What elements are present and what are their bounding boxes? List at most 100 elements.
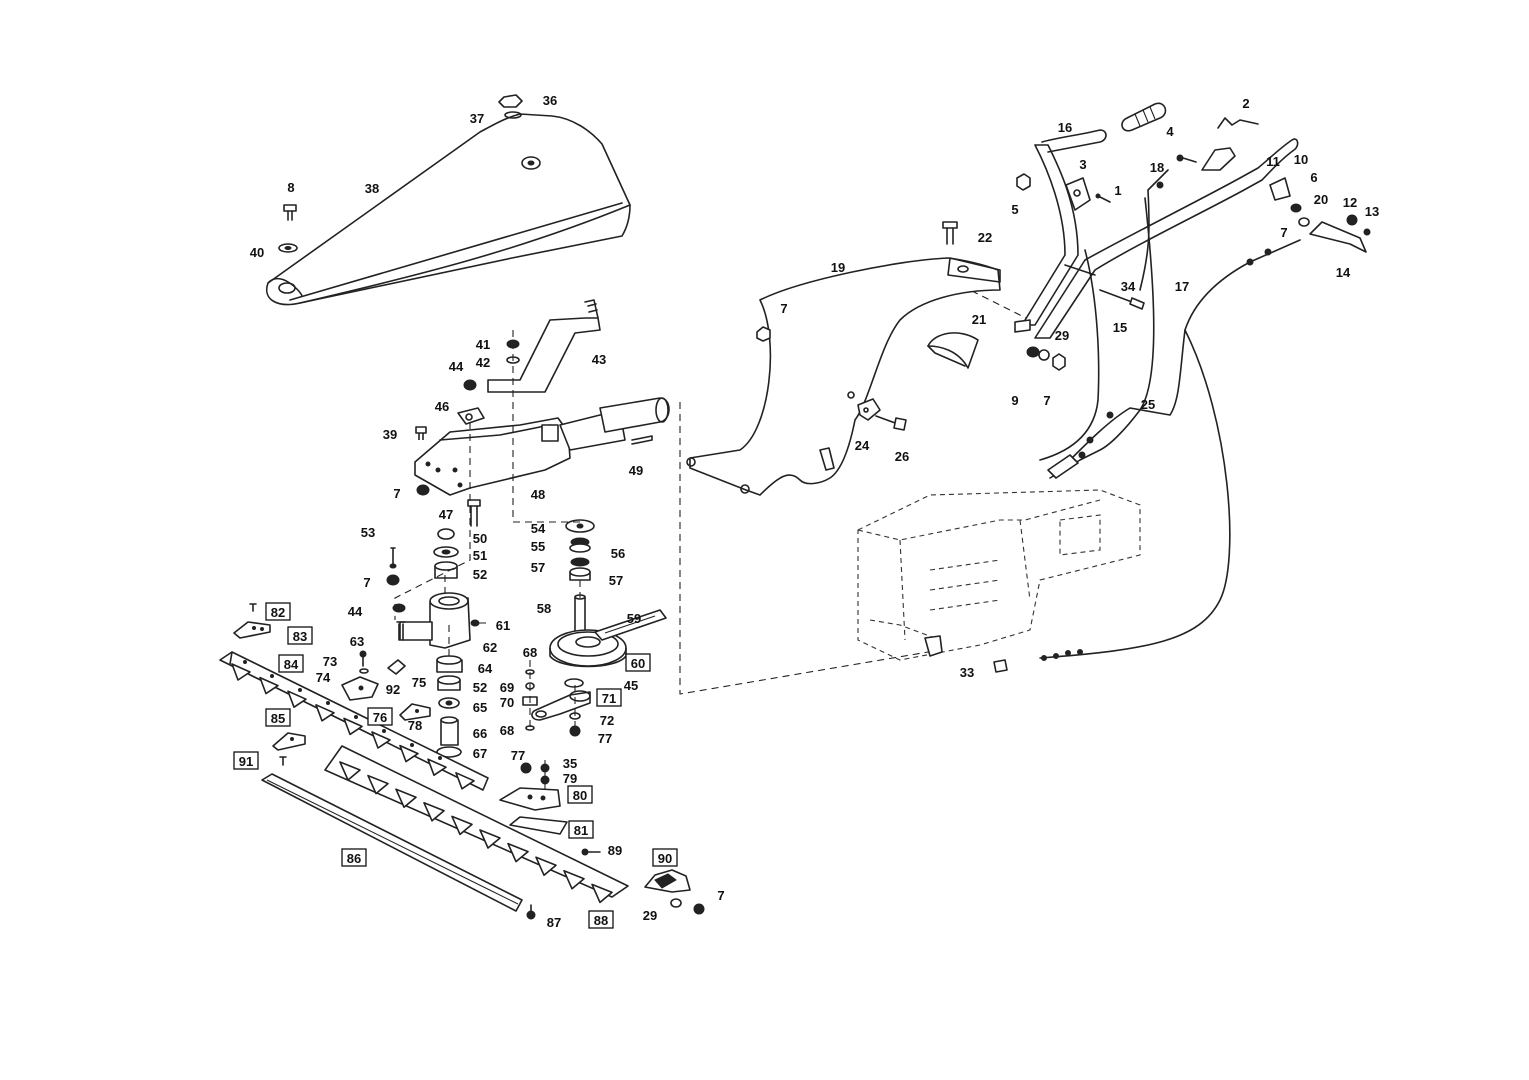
- bolt-63: [396, 621, 406, 641]
- callout-c5: 5: [1011, 202, 1018, 217]
- callout-number: 82: [271, 605, 285, 620]
- callout-c52b: 52: [473, 680, 487, 695]
- callout-c6: 6: [1310, 170, 1317, 185]
- callout-number: 13: [1365, 204, 1379, 219]
- callout-number: 86: [347, 851, 361, 866]
- callout-c36b: 4: [1166, 124, 1174, 139]
- callout-number: 60: [631, 656, 645, 671]
- housing-62: [399, 592, 471, 649]
- callout-c7f: 7: [1043, 393, 1050, 408]
- callout-c44a: 44: [449, 359, 464, 374]
- callout-c19: 19: [831, 260, 845, 275]
- callout-c81: 81: [568, 820, 594, 839]
- callout-c3: 3: [1079, 157, 1086, 172]
- callout-number: 18: [1150, 160, 1164, 175]
- callout-c29a: 29: [1055, 328, 1069, 343]
- callout-number: 77: [511, 748, 525, 763]
- callout-c58: 58: [537, 601, 551, 616]
- callout-c86: 86: [341, 848, 367, 867]
- plate-81: [509, 816, 568, 835]
- callout-number: 83: [293, 629, 307, 644]
- callout-number: 2: [1242, 96, 1249, 111]
- callout-c11: 11: [1266, 154, 1280, 169]
- callout-number: 89: [608, 843, 622, 858]
- callout-number: 68: [523, 645, 537, 660]
- callout-number: 25: [1141, 397, 1155, 412]
- callout-number: 39: [383, 427, 397, 442]
- screw-1: [1095, 193, 1111, 203]
- callout-c43: 43: [592, 352, 606, 367]
- nut-44b: [392, 603, 406, 613]
- callout-number: 85: [271, 711, 285, 726]
- callout-number: 61: [496, 618, 510, 633]
- callout-number: 67: [473, 746, 487, 761]
- callout-c72: 72: [600, 713, 614, 728]
- bolt-53: [389, 547, 397, 569]
- callout-number: 72: [600, 713, 614, 728]
- blade-tooth: [591, 883, 613, 904]
- callout-number: 62: [483, 640, 497, 655]
- bracket-43: [487, 299, 601, 393]
- blade-tooth: [395, 788, 417, 808]
- blade-tooth: [507, 842, 529, 863]
- callout-number: 16: [1058, 120, 1072, 135]
- bolt-87: [526, 904, 536, 920]
- nut-77b: [520, 762, 532, 774]
- callout-c17: 17: [1175, 279, 1189, 294]
- callout-number: 47: [439, 507, 453, 522]
- finger-tooth: [287, 690, 307, 708]
- callout-c64: 64: [478, 661, 493, 676]
- callout-c82: 82: [265, 602, 291, 621]
- callout-c90: 90: [652, 848, 678, 867]
- bolt-39: [415, 426, 427, 440]
- clamp-11: [1201, 147, 1236, 171]
- callout-number: 26: [895, 449, 909, 464]
- callout-c89: 89: [608, 843, 622, 858]
- callout-number: 87: [547, 915, 561, 930]
- screw-82: [249, 603, 257, 612]
- switch-3: [1065, 177, 1091, 211]
- bushing-64: [436, 655, 463, 673]
- callout-c60: 60: [625, 653, 651, 672]
- callout-number: 7: [1280, 225, 1287, 240]
- callout-number: 50: [473, 531, 487, 546]
- callout-c42: 42: [476, 355, 490, 370]
- finger-tooth: [259, 676, 279, 695]
- callout-c77a: 77: [598, 731, 612, 746]
- plate-75: [387, 659, 406, 675]
- callout-number: 42: [476, 355, 490, 370]
- nut-7b: [386, 574, 400, 586]
- finger-tooth: [343, 717, 363, 736]
- callout-c33: 33: [960, 665, 974, 680]
- callout-number: 66: [473, 726, 487, 741]
- callout-number: 9: [1011, 393, 1018, 408]
- callout-c55: 55: [531, 539, 545, 554]
- callout-c85: 85: [265, 708, 291, 727]
- callout-number: 52: [473, 567, 487, 582]
- callout-c21: 21: [972, 312, 986, 327]
- callout-c77b: 77: [511, 748, 525, 763]
- callout-c37: 37: [470, 111, 484, 126]
- callout-number: 1: [1114, 183, 1121, 198]
- grip-4: [1121, 102, 1167, 132]
- callout-number: 7: [393, 486, 400, 501]
- washer-37: [504, 111, 522, 119]
- callout-c7d: 7: [1280, 225, 1287, 240]
- belt-60: [594, 609, 667, 641]
- blade-tooth: [339, 761, 361, 781]
- bracket-24: [857, 398, 881, 421]
- callout-c68a: 68: [523, 645, 537, 660]
- callout-number: 44: [449, 359, 464, 374]
- callout-c91: 91: [233, 751, 259, 770]
- callout-c54: 54: [531, 521, 546, 536]
- callout-number: 7: [363, 575, 370, 590]
- callout-c65: 65: [473, 700, 487, 715]
- callout-c92: 92: [386, 682, 400, 697]
- callout-c35: 35: [563, 756, 577, 771]
- callout-number: 15: [1113, 320, 1127, 335]
- callout-number: 37: [470, 111, 484, 126]
- callout-c51: 51: [473, 548, 487, 563]
- callout-number: 76: [373, 710, 387, 725]
- pin-34: [1099, 289, 1145, 310]
